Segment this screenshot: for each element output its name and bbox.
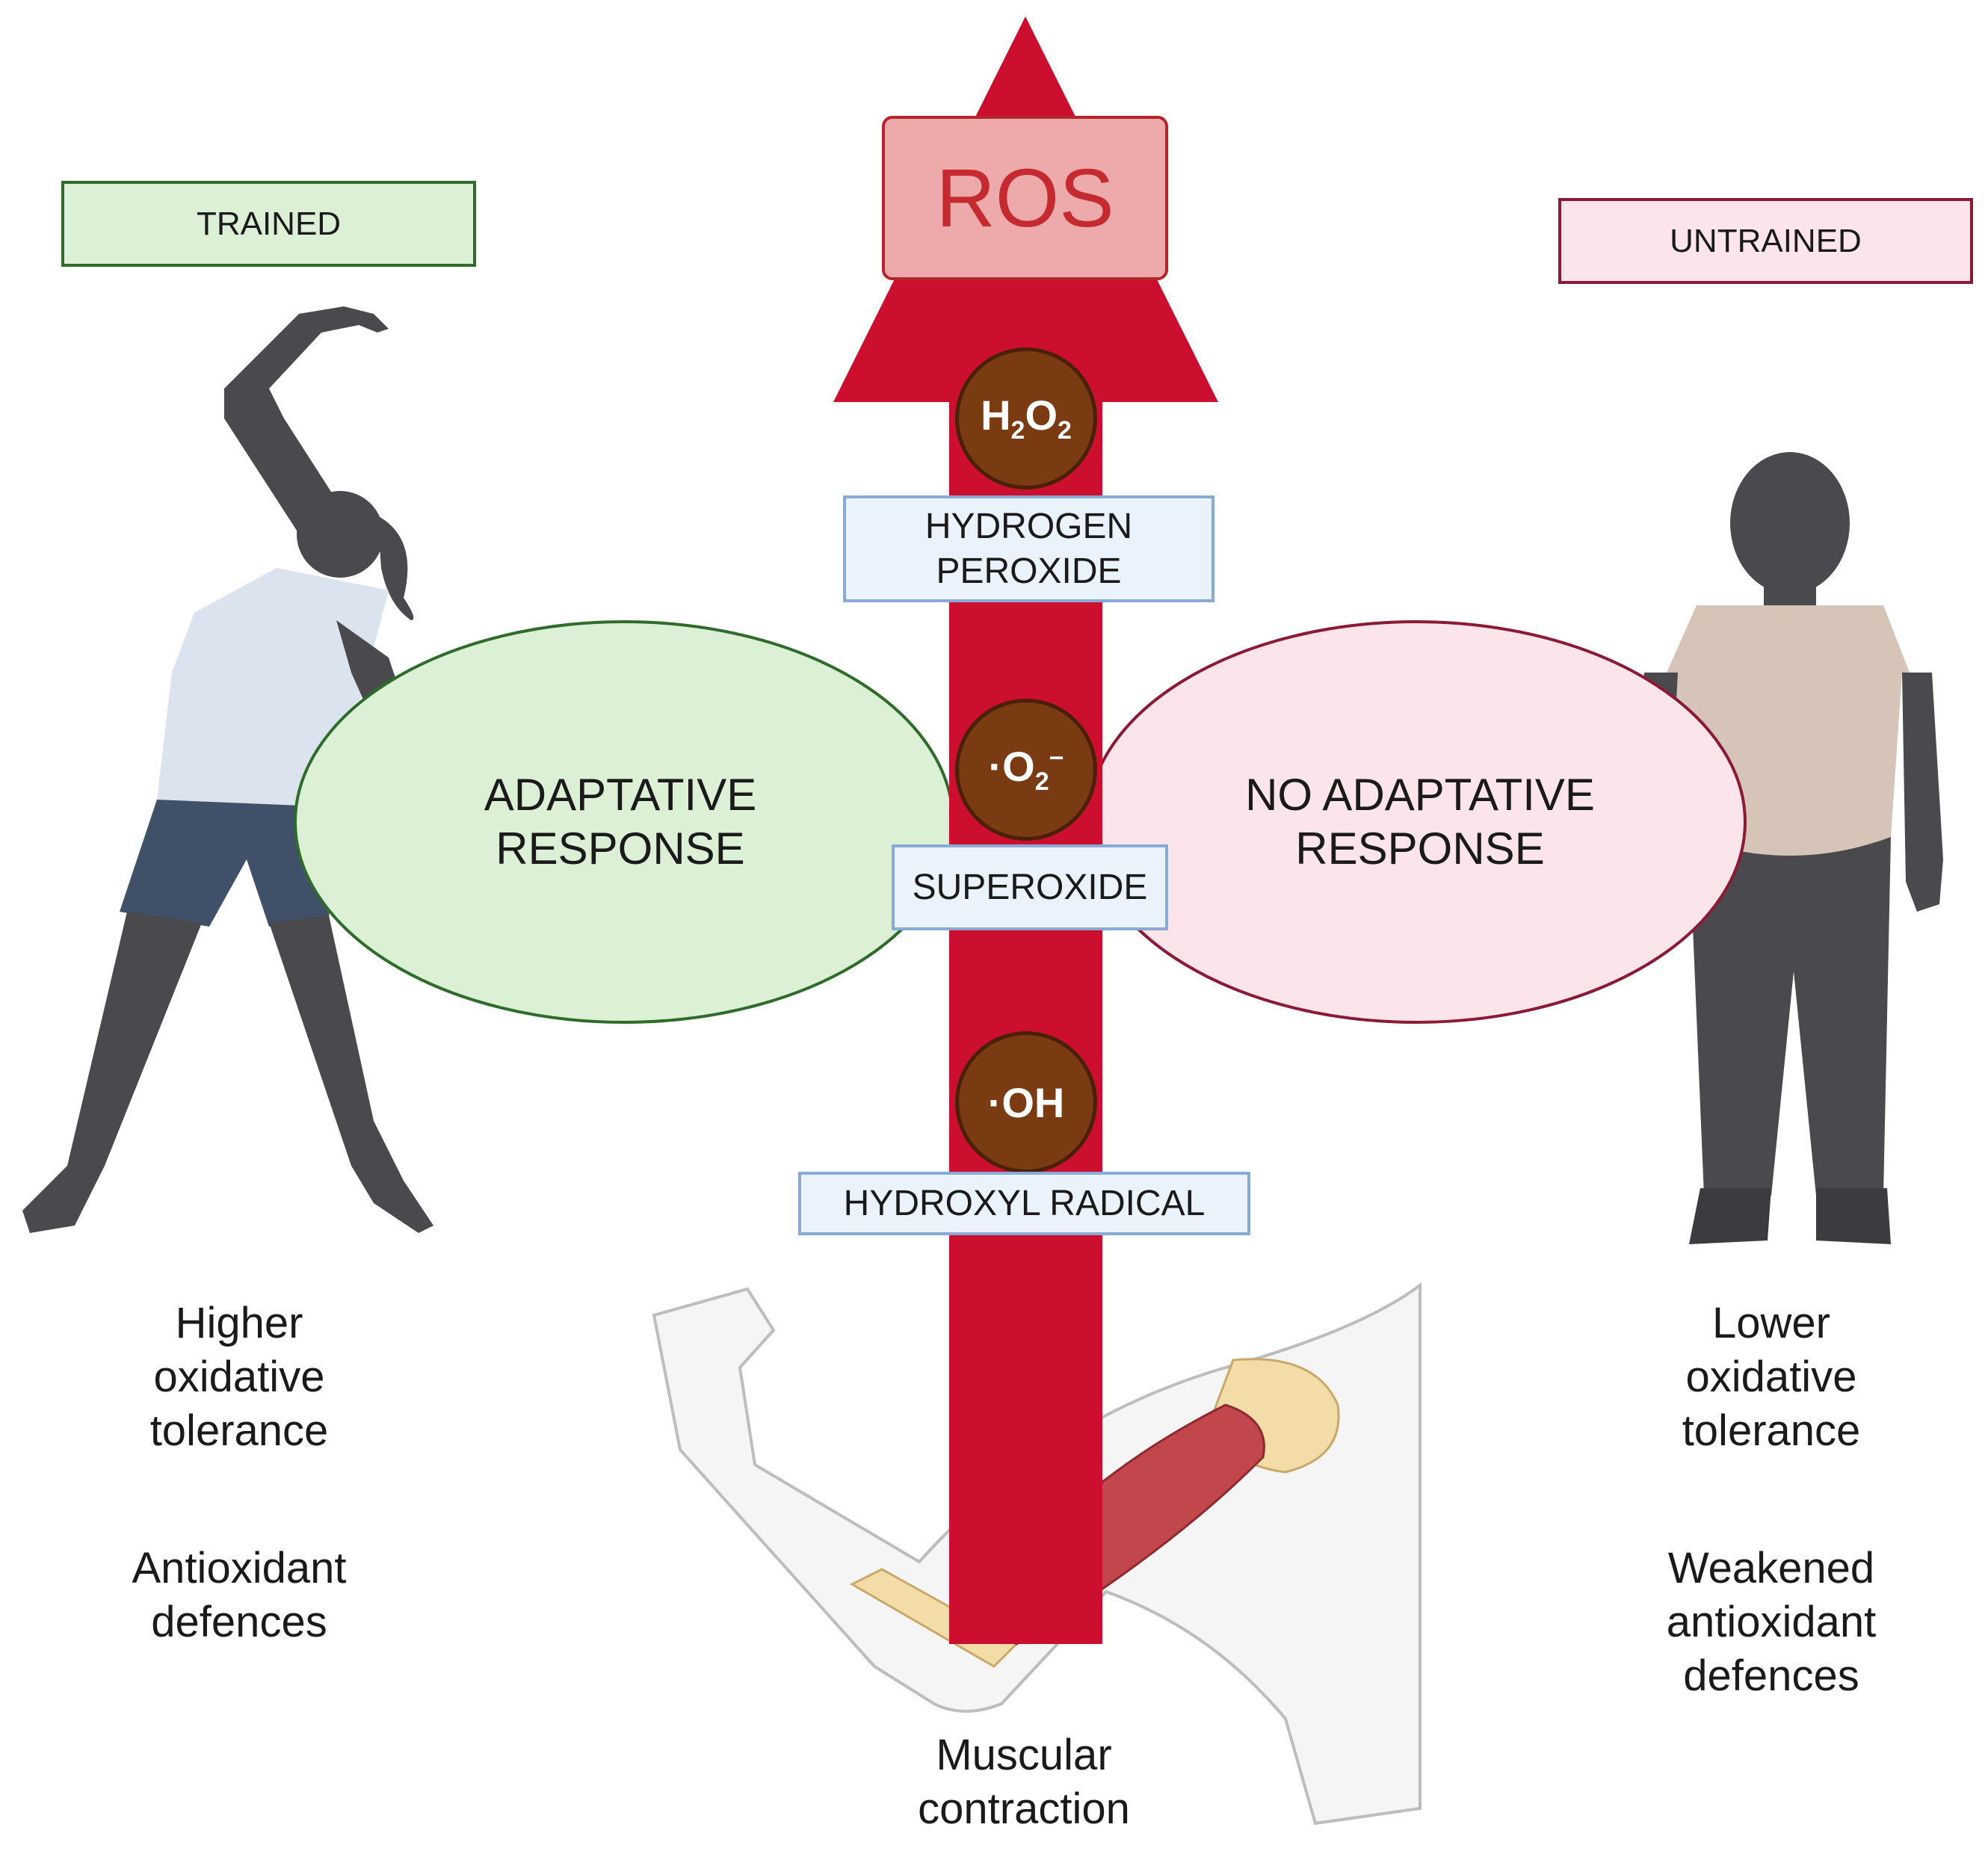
untrained-head	[1730, 452, 1850, 594]
hydrogen-peroxide-label: HYDROGEN PEROXIDE	[843, 495, 1214, 602]
untrained-right-arm	[1902, 673, 1943, 912]
superoxide-label: SUPEROXIDE	[892, 844, 1168, 930]
superoxide-molecule: ·O2−	[955, 699, 1097, 841]
ros-box: ROS	[882, 116, 1168, 280]
trained-left-leg	[22, 912, 202, 1233]
trained-ponytail	[377, 516, 414, 620]
untrained-label-box: UNTRAINED	[1558, 198, 1973, 284]
muscular-contraction-caption: Muscular contraction	[918, 1731, 1130, 1833]
weakened-defences-caption: Weakened antioxidant defences	[1666, 1544, 1877, 1700]
untrained-trousers	[1689, 837, 1891, 1196]
ros-label: ROS	[936, 152, 1114, 244]
antioxidant-defences-caption: Antioxidant defences	[132, 1544, 347, 1646]
adaptive-response-label: ADAPTATIVE RESPONSE	[484, 770, 757, 874]
superoxide-formula: ·O2−	[988, 743, 1064, 797]
untrained-left-shoe	[1689, 1188, 1771, 1244]
trained-raised-arm	[224, 306, 389, 546]
higher-tolerance-caption: Higher oxidative tolerance	[149, 1299, 329, 1455]
hydroxyl-radical-label: HYDROXYL RADICAL	[798, 1172, 1250, 1235]
trained-label: TRAINED	[196, 205, 342, 242]
h2o2-formula: H2O2	[981, 392, 1072, 445]
untrained-label: UNTRAINED	[1670, 222, 1862, 259]
trained-head	[297, 491, 383, 578]
trained-right-leg	[269, 915, 433, 1233]
no-adaptive-response-label: NO ADAPTATIVE RESPONSE	[1245, 770, 1595, 874]
trained-label-box: TRAINED	[61, 181, 476, 267]
hydroxyl-formula: ·OH	[987, 1078, 1065, 1126]
trained-shorts	[120, 800, 336, 927]
hydroxyl-molecule: ·OH	[955, 1031, 1097, 1173]
lower-tolerance-caption: Lower oxidative tolerance	[1682, 1299, 1861, 1455]
h2o2-molecule: H2O2	[955, 347, 1097, 489]
untrained-right-shoe	[1816, 1188, 1891, 1244]
